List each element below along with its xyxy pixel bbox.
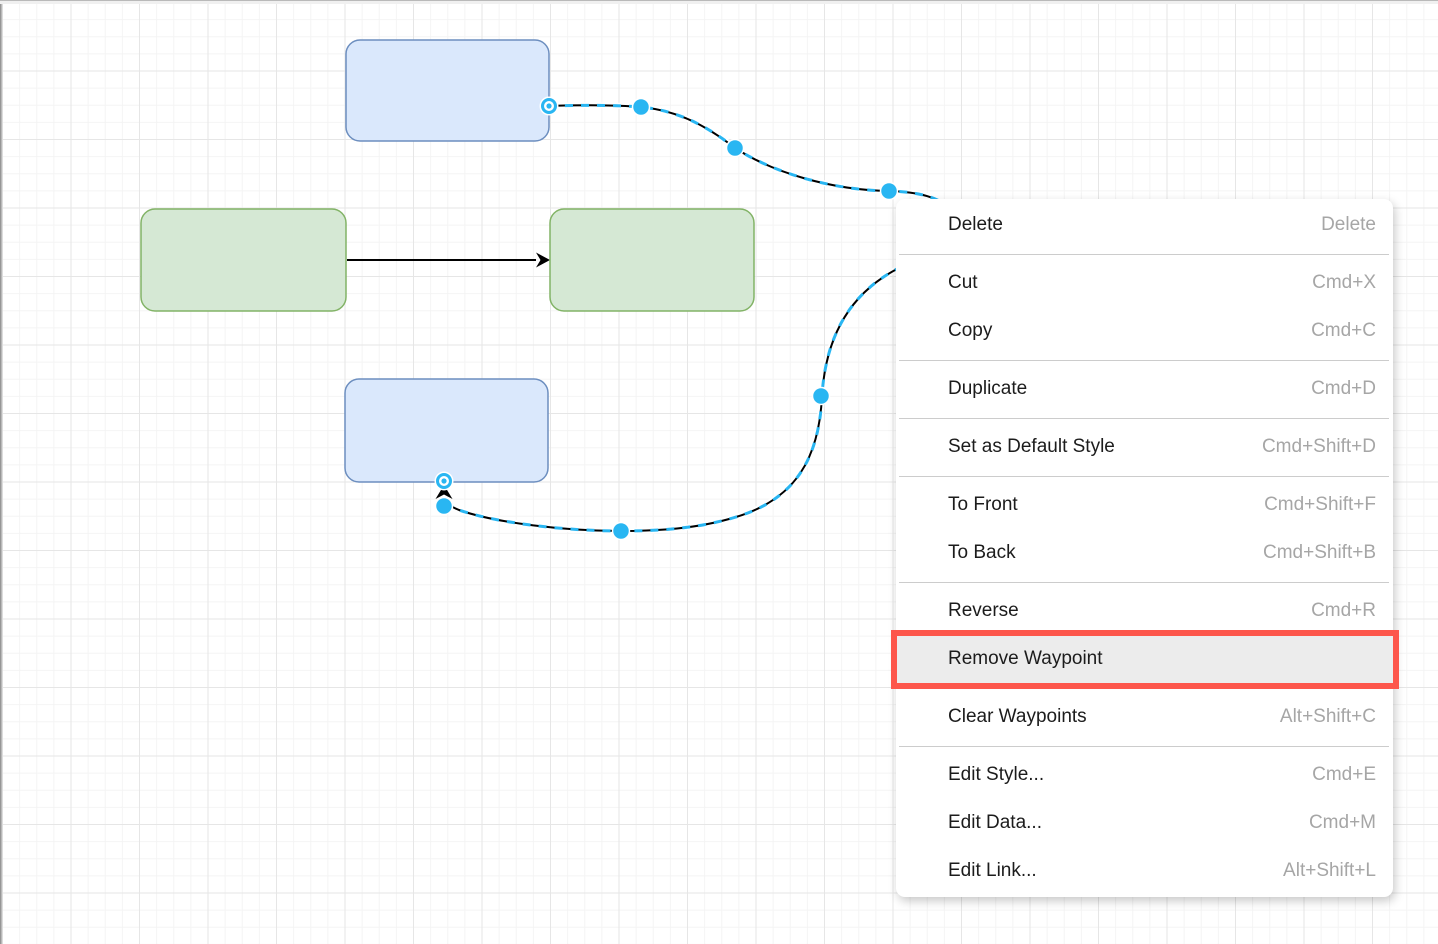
menu-item-label: Edit Link... [948, 860, 1037, 881]
shape-blue-top[interactable] [345, 39, 550, 142]
menu-item-to-front[interactable]: To Front Cmd+Shift+F [896, 481, 1393, 529]
menu-item-shortcut: Cmd+C [1311, 320, 1376, 341]
menu-item-shortcut: Cmd+D [1311, 378, 1376, 399]
menu-item-label: Reverse [948, 600, 1019, 621]
menu-item-label: To Front [948, 494, 1018, 515]
edge-source-endpoint-handle[interactable] [539, 96, 559, 116]
menu-item-edit-link[interactable]: Edit Link... Alt+Shift+L [896, 847, 1393, 895]
shape-green-left[interactable] [140, 208, 347, 312]
menu-item-reverse[interactable]: Reverse Cmd+R [896, 587, 1393, 635]
menu-separator [899, 476, 1389, 477]
menu-item-shortcut: Cmd+R [1311, 600, 1376, 621]
waypoint-handle-5[interactable] [611, 521, 631, 541]
menu-item-label: Clear Waypoints [948, 706, 1087, 727]
menu-separator [899, 418, 1389, 419]
selected-edge[interactable] [441, 102, 959, 535]
menu-separator [899, 254, 1389, 255]
menu-separator [899, 582, 1389, 583]
menu-item-label: To Back [948, 542, 1016, 563]
menu-item-label: Remove Waypoint [948, 648, 1103, 669]
menu-separator [899, 688, 1389, 689]
connector-arrowhead-icon [536, 252, 550, 268]
menu-item-shortcut: Cmd+Shift+F [1264, 494, 1376, 515]
menu-item-label: Delete [948, 214, 1003, 235]
window-left-edge [0, 0, 4, 944]
menu-separator [899, 360, 1389, 361]
menu-item-clear-waypoints[interactable]: Clear Waypoints Alt+Shift+C [896, 693, 1393, 741]
menu-item-shortcut: Cmd+Shift+B [1263, 542, 1376, 563]
edge-target-endpoint-handle[interactable] [434, 471, 454, 491]
context-menu: Delete Delete Cut Cmd+X Copy Cmd+C Dupli… [891, 199, 1399, 897]
shape-blue-bottom[interactable] [344, 378, 549, 483]
menu-item-to-back[interactable]: To Back Cmd+Shift+B [896, 529, 1393, 577]
menu-item-shortcut: Alt+Shift+L [1283, 860, 1376, 881]
menu-item-label: Copy [948, 320, 993, 341]
menu-separator [899, 746, 1389, 747]
menu-item-label: Set as Default Style [948, 436, 1115, 457]
menu-item-shortcut: Alt+Shift+C [1279, 706, 1376, 727]
menu-item-remove-waypoint[interactable]: Remove Waypoint [891, 630, 1399, 689]
edge-target-arrowhead-icon [435, 485, 453, 499]
menu-item-label: Cut [948, 272, 978, 293]
menu-item-shortcut: Cmd+M [1308, 812, 1376, 833]
menu-item-shortcut: Cmd+Shift+D [1261, 436, 1376, 457]
waypoint-handle-3[interactable] [879, 181, 899, 201]
window-top-edge [0, 0, 1438, 5]
menu-item-shortcut: Delete [1321, 214, 1376, 235]
menu-item-set-as-default-style[interactable]: Set as Default Style Cmd+Shift+D [896, 423, 1393, 471]
menu-item-delete[interactable]: Delete Delete [896, 201, 1393, 249]
waypoint-handle-2[interactable] [725, 138, 745, 158]
shape-green-right[interactable] [549, 208, 755, 312]
menu-item-label: Duplicate [948, 378, 1028, 399]
menu-item-shortcut: Cmd+E [1312, 764, 1376, 785]
menu-item-edit-data[interactable]: Edit Data... Cmd+M [896, 799, 1393, 847]
waypoint-handle-4[interactable] [811, 386, 831, 406]
menu-item-copy[interactable]: Copy Cmd+C [896, 307, 1393, 355]
menu-item-edit-style[interactable]: Edit Style... Cmd+E [896, 751, 1393, 799]
selected-edge-highlight [442, 103, 957, 533]
waypoint-handle-6[interactable] [434, 496, 454, 516]
menu-item-shortcut: Cmd+X [1312, 272, 1376, 293]
menu-item-cut[interactable]: Cut Cmd+X [896, 259, 1393, 307]
waypoint-handle-1[interactable] [631, 97, 651, 117]
menu-item-label: Edit Data... [948, 812, 1042, 833]
menu-item-label: Edit Style... [948, 764, 1045, 785]
menu-item-duplicate[interactable]: Duplicate Cmd+D [896, 365, 1393, 413]
